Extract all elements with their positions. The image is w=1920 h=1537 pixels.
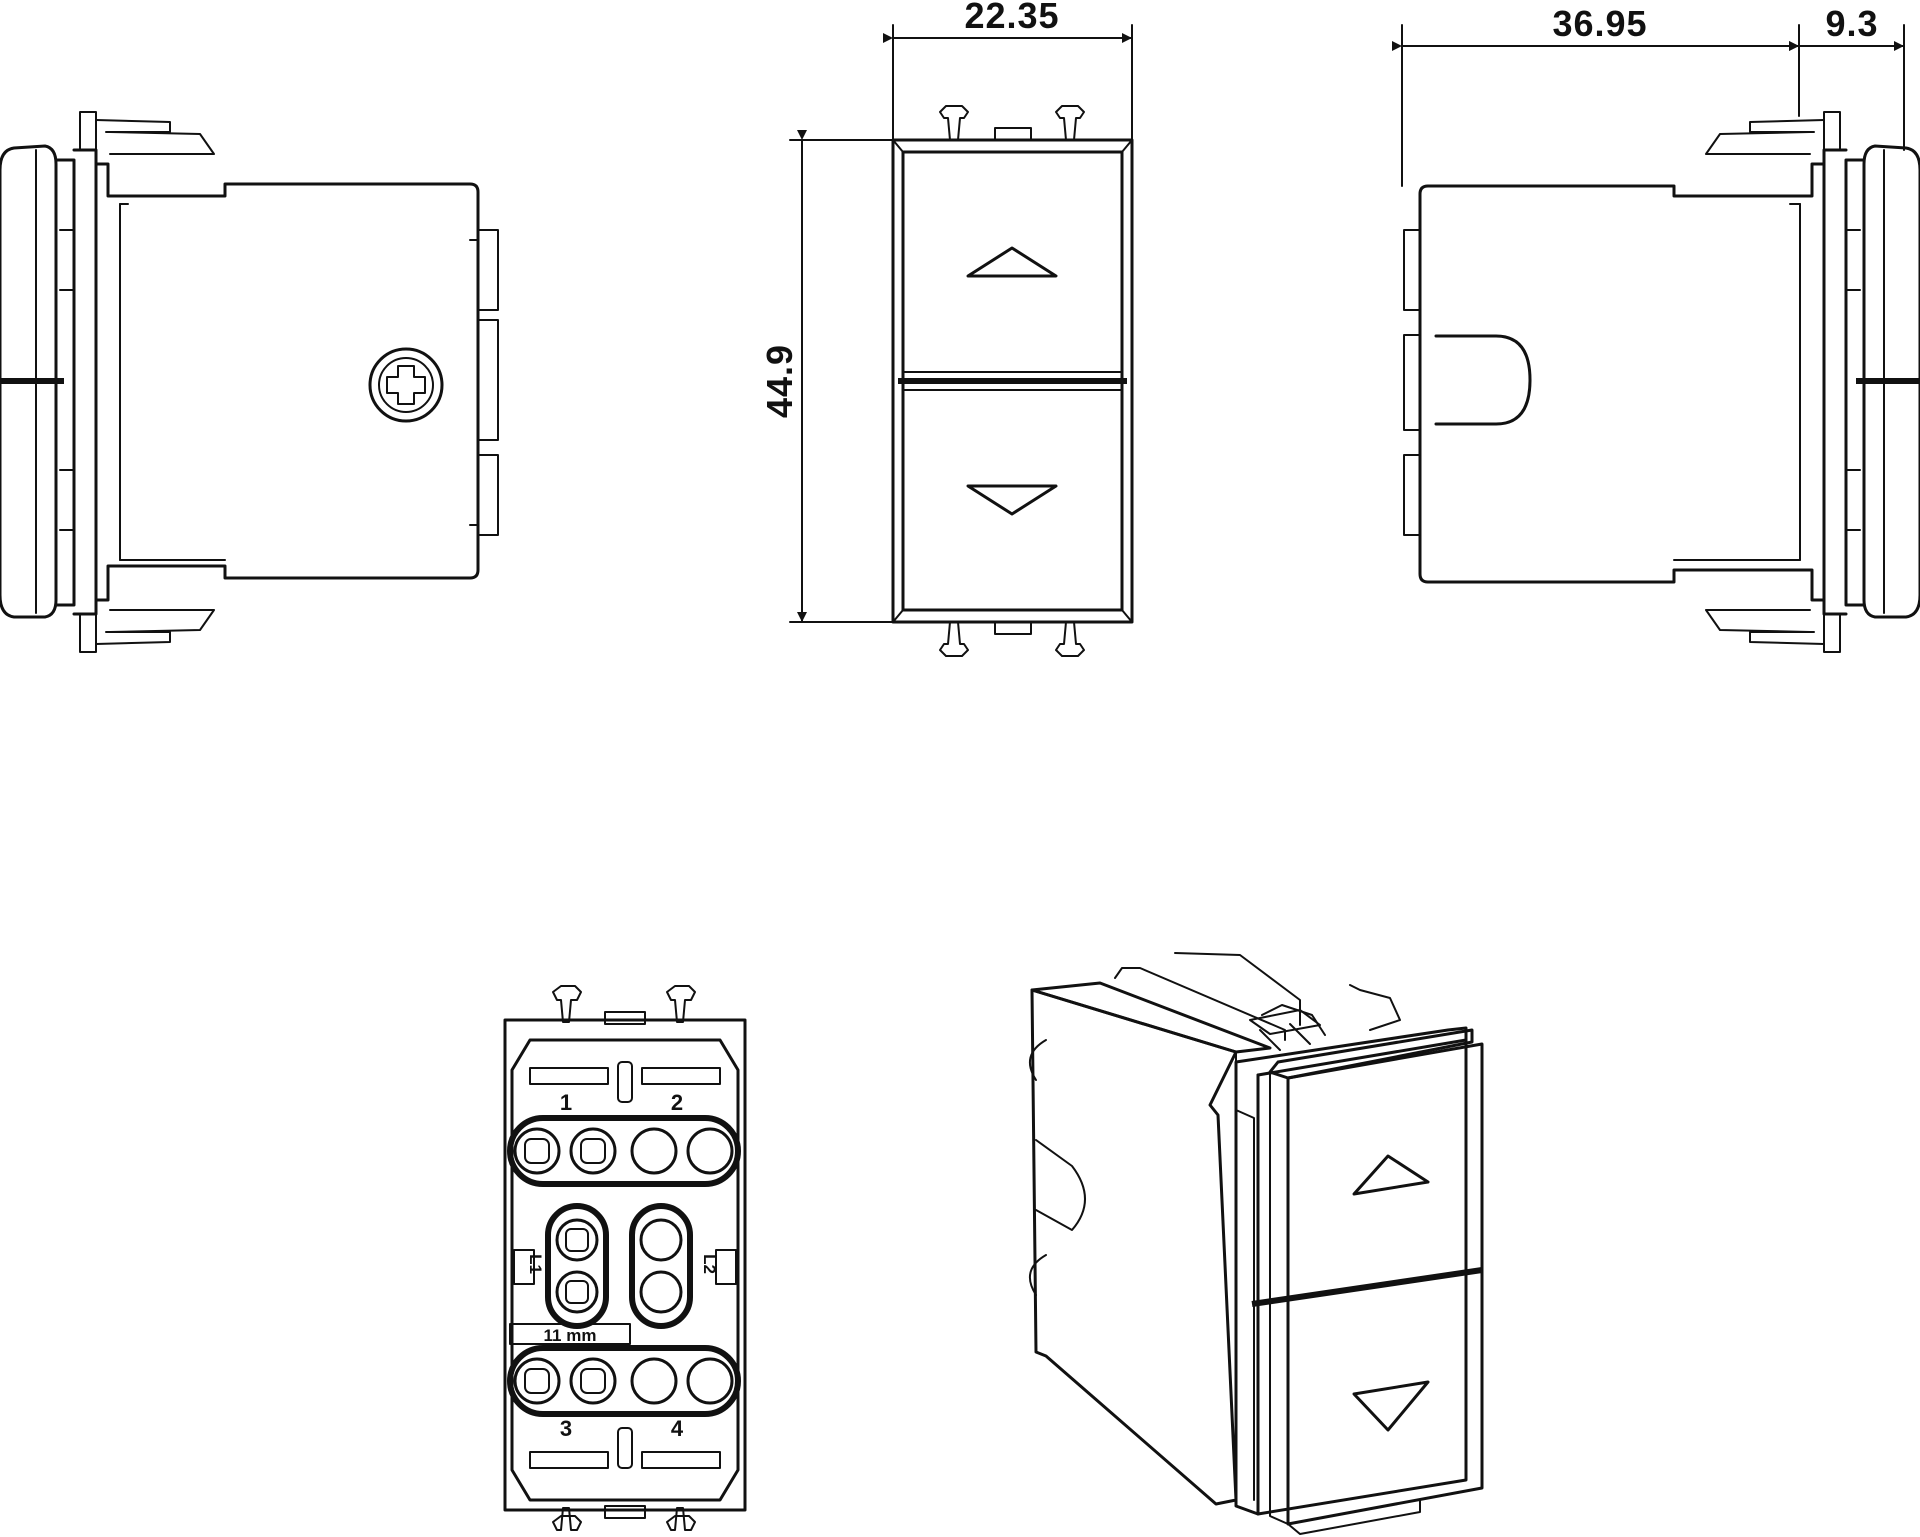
arrow-up-icon-iso (1352, 1154, 1430, 1196)
screw-icon (368, 347, 444, 423)
terminal-label-l2: L2 (700, 1254, 719, 1274)
isometric-view (1028, 952, 1484, 1535)
strip-length-label: 11 mm (544, 1326, 597, 1345)
terminal-label-3: 3 (560, 1416, 572, 1441)
dimension-thickness: 9.3 (1789, 3, 1905, 151)
arrow-down-icon (966, 484, 1058, 516)
terminal-label-4: 4 (671, 1416, 684, 1441)
front-view: 22.35 44.9 (759, 0, 1134, 657)
dimension-thickness-label: 9.3 (1825, 3, 1878, 44)
side-view-right: 36.95 9.3 (1392, 3, 1920, 653)
arrow-up-icon (966, 246, 1058, 278)
side-view-left (0, 111, 499, 653)
dimension-width-label: 22.35 (964, 0, 1059, 36)
terminal-label-1: 1 (560, 1090, 572, 1115)
arrow-down-icon-iso (1352, 1380, 1430, 1432)
dimension-height-label: 44.9 (759, 344, 800, 418)
terminal-label-l1: L1 (526, 1254, 545, 1274)
dimension-height: 44.9 (759, 130, 894, 623)
terminal-label-2: 2 (671, 1090, 683, 1115)
rear-view: 1 2 3 4 L1 L2 11 mm (503, 985, 747, 1531)
dimension-depth-label: 36.95 (1552, 3, 1647, 44)
dimension-width: 22.35 (883, 0, 1133, 141)
dimension-depth: 36.95 (1392, 3, 1800, 187)
